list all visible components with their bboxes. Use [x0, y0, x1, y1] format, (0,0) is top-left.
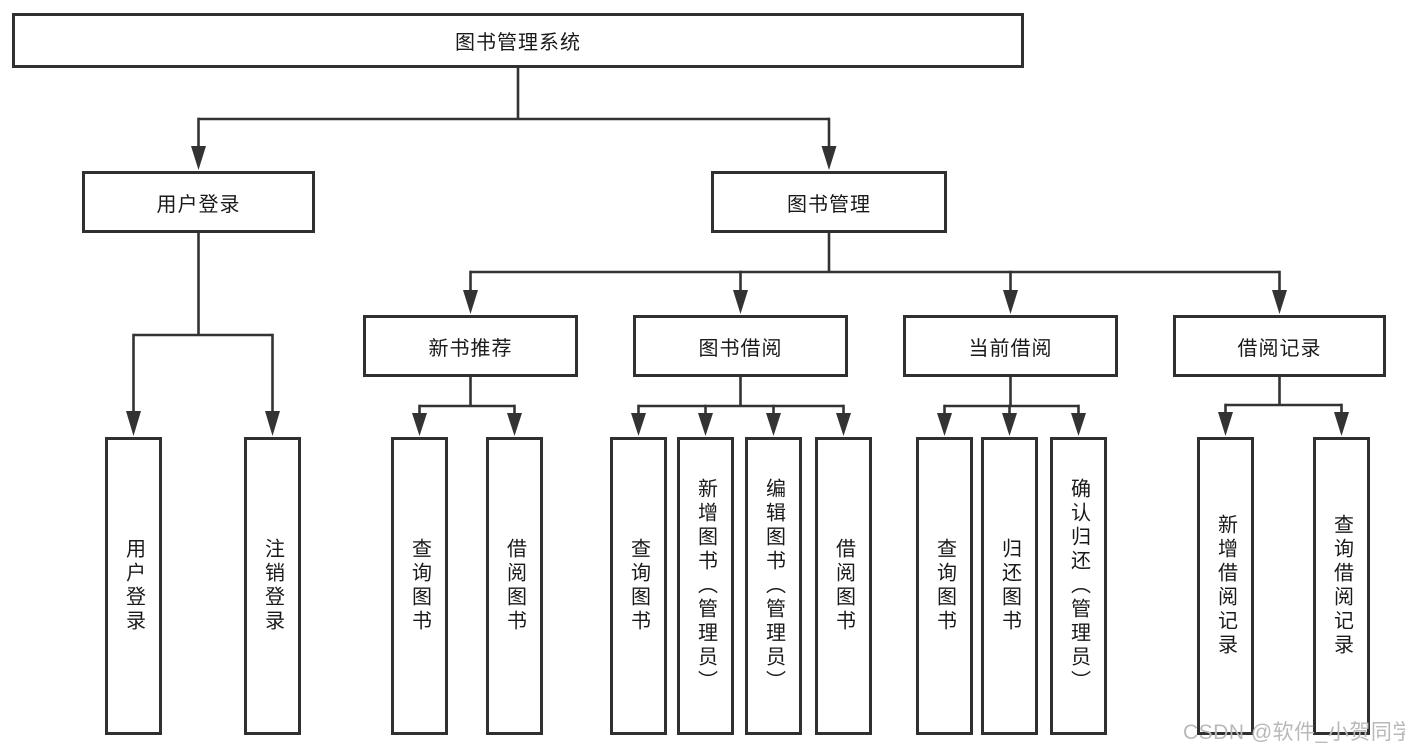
node-current-borrowing-label: 当前借阅	[968, 337, 1053, 360]
leaf-logout: 注销登录	[244, 437, 301, 735]
leaf-recommend-query-books-label: 查询图书	[408, 538, 431, 634]
leaf-confirm-return-admin-label: 确认归还（管理员）	[1067, 478, 1090, 694]
node-book-management: 图书管理	[711, 171, 947, 233]
leaf-return-books-label: 归还图书	[998, 538, 1021, 634]
leaf-borrow-books-label: 借阅图书	[832, 538, 855, 634]
leaf-query-borrow-record-label: 查询借阅记录	[1330, 514, 1353, 658]
node-borrow-records: 借阅记录	[1173, 315, 1386, 377]
leaf-add-borrow-record: 新增借阅记录	[1197, 437, 1254, 735]
leaf-edit-books-admin: 编辑图书（管理员）	[745, 437, 802, 735]
node-book-borrowing: 图书借阅	[633, 315, 848, 377]
node-borrow-records-label: 借阅记录	[1237, 337, 1322, 360]
leaf-borrow-query-books-label: 查询图书	[627, 538, 650, 634]
node-book-management-label: 图书管理	[787, 193, 871, 216]
leaf-current-query-books-label: 查询图书	[933, 538, 956, 634]
node-user-login-branch: 用户登录	[82, 171, 315, 233]
leaf-add-books-admin-label: 新增图书（管理员）	[694, 478, 717, 694]
leaf-add-books-admin: 新增图书（管理员）	[677, 437, 734, 735]
leaf-user-login-label: 用户登录	[122, 538, 145, 634]
leaf-recommend-borrow-books-label: 借阅图书	[503, 538, 526, 634]
leaf-recommend-query-books: 查询图书	[391, 437, 448, 735]
leaf-current-query-books: 查询图书	[916, 437, 973, 735]
node-root-system: 图书管理系统	[12, 13, 1024, 68]
node-user-login-label: 用户登录	[156, 193, 241, 216]
leaf-confirm-return-admin: 确认归还（管理员）	[1050, 437, 1107, 735]
leaf-borrow-query-books: 查询图书	[610, 437, 667, 735]
leaf-add-borrow-record-label: 新增借阅记录	[1214, 514, 1237, 658]
leaf-recommend-borrow-books: 借阅图书	[486, 437, 543, 735]
leaf-borrow-books: 借阅图书	[815, 437, 872, 735]
node-new-book-recommend: 新书推荐	[363, 315, 578, 377]
leaf-logout-label: 注销登录	[261, 538, 284, 634]
leaf-query-borrow-record: 查询借阅记录	[1313, 437, 1370, 735]
leaf-edit-books-admin-label: 编辑图书（管理员）	[762, 478, 785, 694]
leaf-return-books: 归还图书	[981, 437, 1038, 735]
node-new-book-recommend-label: 新书推荐	[428, 337, 513, 360]
node-root-label: 图书管理系统	[455, 32, 581, 54]
node-current-borrowing: 当前借阅	[903, 315, 1118, 377]
leaf-user-login: 用户登录	[105, 437, 162, 735]
csdn-watermark: CSDN @软件_小贺同学	[1183, 721, 1405, 744]
node-book-borrowing-label: 图书借阅	[698, 337, 783, 360]
